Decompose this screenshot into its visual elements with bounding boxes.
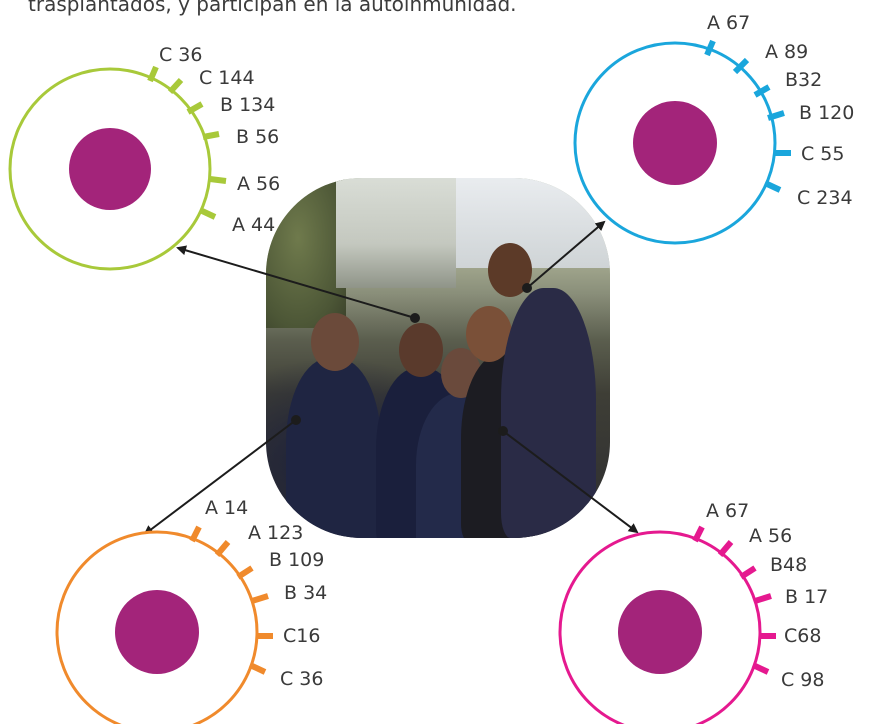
intro-text: trasplantados, y participan en la autoin… bbox=[28, 0, 517, 16]
cell-nucleus bbox=[633, 101, 717, 185]
receptor-tick bbox=[248, 662, 267, 675]
receptor-tick bbox=[754, 593, 772, 604]
receptor-label: A 44 bbox=[232, 214, 275, 236]
arrow-origin-dot bbox=[498, 426, 508, 436]
receptor-label: C16 bbox=[283, 625, 320, 647]
photo-tree bbox=[266, 178, 346, 328]
arrow-to-top-left-cell bbox=[176, 245, 416, 319]
cell-nucleus bbox=[115, 590, 199, 674]
arrow-origin-dot bbox=[291, 415, 301, 425]
receptor-label: A 14 bbox=[205, 497, 248, 519]
receptor-tick bbox=[717, 540, 734, 557]
receptor-tick bbox=[186, 101, 204, 115]
receptor-label: C 144 bbox=[199, 67, 255, 89]
receptor-label: A 89 bbox=[765, 41, 808, 63]
receptor-label: A 67 bbox=[706, 500, 749, 522]
arrow-to-top-right-cell bbox=[526, 220, 606, 289]
arrow-to-bottom-left-cell bbox=[143, 419, 297, 536]
receptor-label: B48 bbox=[770, 554, 807, 576]
students-photo bbox=[266, 178, 610, 538]
receptor-tick bbox=[763, 180, 782, 193]
photo-person bbox=[286, 358, 381, 538]
photo-building bbox=[336, 178, 456, 288]
receptor-tick bbox=[202, 131, 220, 140]
receptor-tick bbox=[214, 540, 231, 557]
receptor-label: C 36 bbox=[280, 668, 323, 690]
cell-bottom-right: A 67 A 56 B48 B 17 C68 C 98 bbox=[558, 500, 828, 724]
receptor-label: C 55 bbox=[801, 143, 844, 165]
arrow-origin-dot bbox=[522, 283, 532, 293]
cell-bottom-left: A 14 A 123 B 109 B 34 C16 C 36 bbox=[55, 497, 327, 724]
receptor-label: A 67 bbox=[707, 12, 750, 34]
receptor-label: A 56 bbox=[749, 525, 792, 547]
receptor-label: B32 bbox=[785, 69, 822, 91]
receptor-label: B 34 bbox=[284, 582, 327, 604]
receptor-tick bbox=[147, 65, 159, 83]
cell-top-left: C 36 C 144 B 134 B 56 A 56 A 44 bbox=[8, 44, 280, 271]
receptor-label: B 134 bbox=[220, 94, 275, 116]
cell-nucleus bbox=[69, 128, 151, 210]
photo-sky bbox=[456, 178, 610, 268]
receptor-label: B 56 bbox=[236, 126, 279, 148]
receptor-tick bbox=[251, 593, 269, 604]
receptor-label: A 123 bbox=[248, 522, 303, 544]
cell-nucleus bbox=[618, 590, 702, 674]
photo-person bbox=[501, 288, 596, 538]
receptor-label: C68 bbox=[784, 625, 821, 647]
arrow-to-bottom-right-cell bbox=[502, 430, 639, 534]
receptor-tick bbox=[732, 57, 750, 75]
receptor-label: B 109 bbox=[269, 549, 324, 571]
photo-face bbox=[311, 313, 359, 371]
receptor-tick bbox=[739, 565, 757, 580]
receptor-label: C 234 bbox=[797, 187, 853, 209]
receptor-label: B 17 bbox=[785, 586, 828, 608]
receptor-tick bbox=[167, 77, 184, 95]
cell-top-right: A 67 A 89 B32 B 120 C 55 C 234 bbox=[573, 12, 854, 245]
receptor-label: B 120 bbox=[799, 102, 854, 124]
connector-arrows bbox=[143, 220, 639, 536]
receptor-label: C 36 bbox=[159, 44, 202, 66]
receptor-tick bbox=[753, 84, 771, 98]
receptor-tick bbox=[209, 176, 227, 184]
receptor-label: C 98 bbox=[781, 669, 824, 691]
photo-face bbox=[399, 323, 443, 377]
receptor-tick bbox=[692, 525, 705, 543]
arrow-origin-dot bbox=[410, 313, 420, 323]
receptor-tick bbox=[236, 565, 254, 580]
receptor-tick bbox=[704, 39, 716, 57]
receptor-tick bbox=[767, 110, 785, 121]
receptor-tick bbox=[751, 662, 770, 675]
receptor-tick bbox=[198, 207, 217, 220]
receptor-tick bbox=[189, 525, 202, 543]
receptor-label: A 56 bbox=[237, 173, 280, 195]
